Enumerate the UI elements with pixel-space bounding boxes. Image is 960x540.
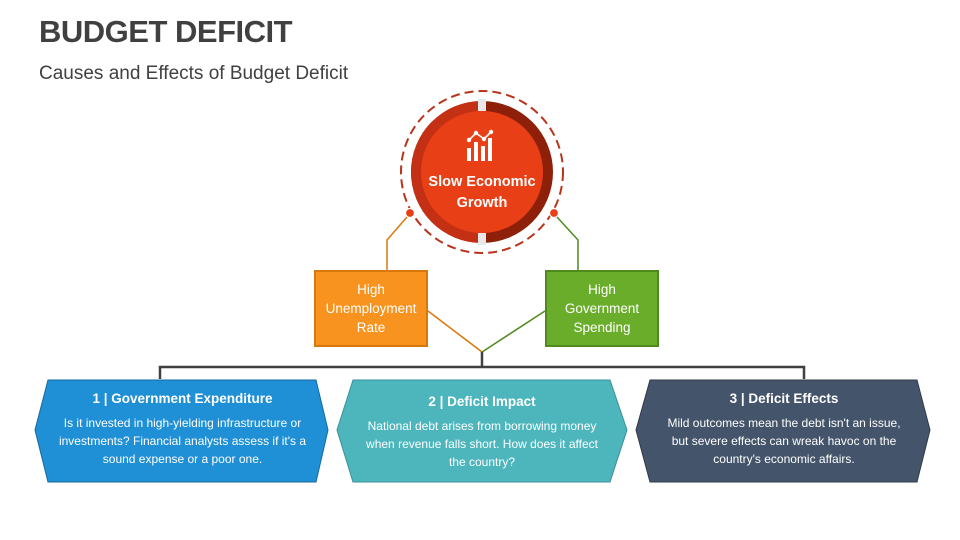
- effect-hexagon-3: [635, 379, 931, 483]
- effect-card-3: 3 | Deficit Effects Mild outcomes mean t…: [660, 390, 908, 480]
- v-line-right: [481, 310, 546, 353]
- connector-dot-left: [404, 207, 416, 219]
- effect-card-1: 1 | Government Expenditure Is it investe…: [55, 390, 310, 480]
- center-circle: [421, 111, 543, 233]
- cause-2-line1: High: [588, 282, 616, 297]
- cause-2-line2: Government: [564, 301, 640, 316]
- cause-1-line3: Rate: [356, 320, 386, 335]
- connector-dot-right: [548, 207, 560, 219]
- effect-1-title: 1 | Government Expenditure: [92, 391, 273, 406]
- cause-box-government-spending: High Government Spending: [545, 270, 659, 347]
- effect-hexagon-2: [336, 379, 628, 483]
- cause-box-unemployment: High Unemployment Rate: [314, 270, 428, 347]
- chart-growth-icon: [466, 129, 494, 161]
- cause-1-line1: High: [357, 282, 385, 297]
- effect-card-2: 2 | Deficit Impact National debt arises …: [362, 393, 602, 483]
- ring-gap-top: [478, 99, 486, 111]
- page-subtitle: Causes and Effects of Budget Deficit: [39, 63, 349, 84]
- connector-left-line: [386, 216, 408, 270]
- center-label-line2: Growth: [456, 195, 508, 211]
- center-label: Slow Economic Growth: [412, 172, 552, 214]
- cause-2-line3: Spending: [573, 320, 631, 335]
- effect-2-title: 2 | Deficit Impact: [428, 394, 536, 409]
- outer-dashed-ring: [400, 90, 564, 254]
- effect-hexagon-1: [34, 379, 329, 483]
- effect-3-title: 3 | Deficit Effects: [729, 391, 839, 406]
- ring-gap-bottom: [478, 233, 486, 245]
- effect-3-body: Mild outcomes mean the debt isn't an iss…: [667, 416, 901, 466]
- cause-1-line2: Unemployment: [325, 301, 417, 316]
- effect-1-body: Is it invested in high-yielding infrastr…: [58, 416, 307, 466]
- page-title: BUDGET DEFICIT: [39, 14, 293, 49]
- effect-2-body: National debt arises from borrowing mone…: [366, 419, 598, 469]
- branch-line: [158, 365, 806, 379]
- v-line-left: [427, 310, 483, 353]
- center-label-line1: Slow Economic: [428, 174, 536, 190]
- connector-right-line: [556, 216, 579, 270]
